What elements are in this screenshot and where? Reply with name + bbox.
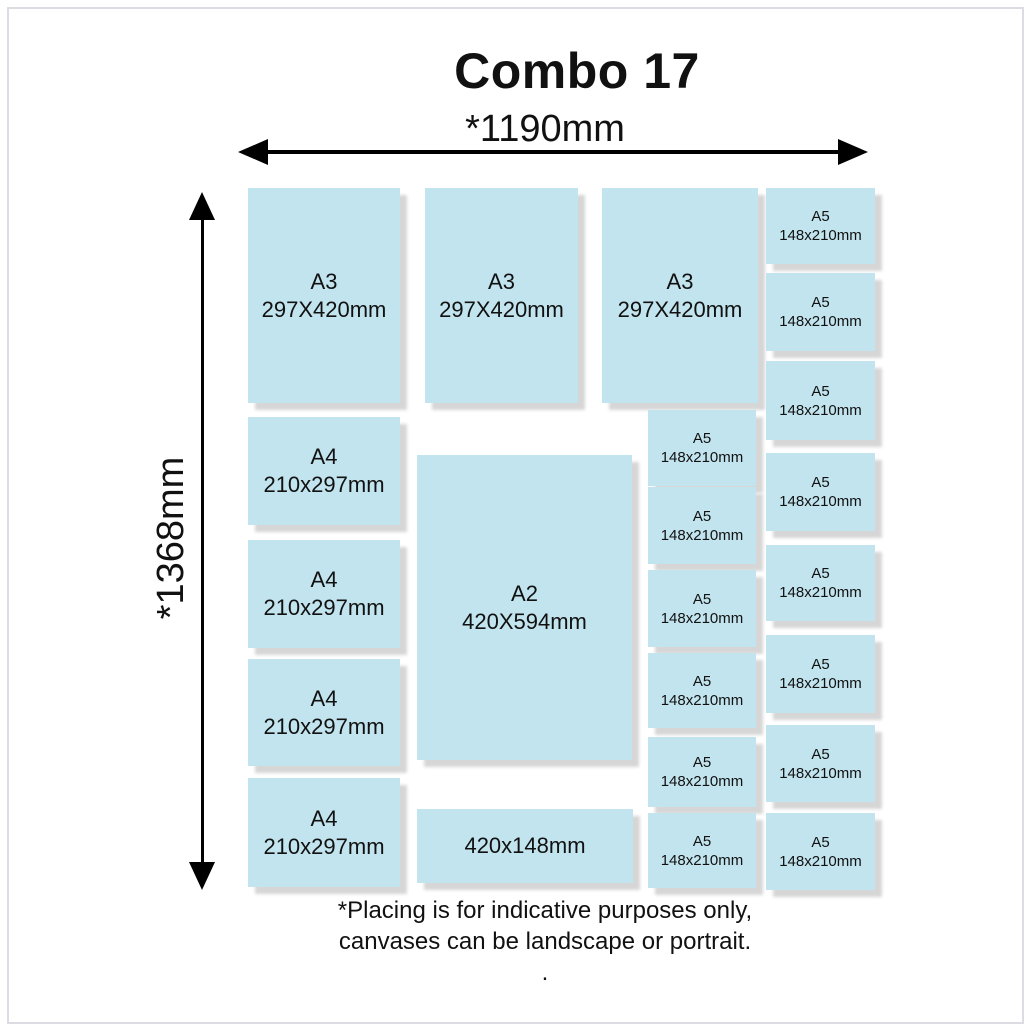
canvas-box-label: A5 [692,507,712,525]
canvas-box-a5-mid-5: A5 148x210mm [648,737,756,807]
canvas-box-a5-right-2: A5 148x210mm [766,273,875,351]
canvas-box-label: 297X420mm [617,296,743,322]
canvas-box-label: A4 [310,567,338,592]
canvas-box-banner-1: 420x148mm [417,809,633,883]
canvas-box-label: 148x210mm [779,852,862,870]
canvas-box-label: 148x210mm [779,313,862,330]
arrow-line [200,214,204,868]
canvas-box-a5-right-1: A5 148x210mm [766,188,875,264]
canvas-box-label: A5 [692,590,712,608]
canvas-box-label: A4 [310,805,338,831]
footer-line-3: . [541,959,549,986]
canvas-box-label: 297X420mm [261,296,387,322]
canvas-box-label: 148x210mm [779,584,862,601]
canvas-box-a5-right-4: A5 148x210mm [766,453,875,531]
arrow-down-head-icon [189,862,215,890]
canvas-box-a5-right-5: A5 148x210mm [766,545,875,621]
canvas-box-label: A4 [310,444,338,469]
canvas-box-label: A5 [811,382,830,400]
canvas-box-a5-right-6: A5 148x210mm [766,635,875,713]
canvas-box-a4-1: A4 210x297mm [248,417,400,525]
canvas-box-label: 210x297mm [263,472,385,497]
arrow-line [262,150,844,154]
canvas-box-label: 210x297mm [263,833,385,859]
canvas-box-label: A4 [310,685,338,711]
canvas-box-label: 148x210mm [660,609,744,627]
canvas-box-label: A2 [511,580,538,606]
canvas-box-label: A5 [811,208,830,225]
width-dimension-label: *1190mm [465,108,625,150]
arrow-right-head-icon [838,139,868,165]
canvas-box-label: 148x210mm [660,449,744,466]
canvas-box-label: A5 [811,474,830,491]
canvas-box-label: 148x210mm [660,773,744,790]
canvas-box-label: 148x210mm [660,526,744,544]
canvas-box-label: A5 [811,656,830,673]
canvas-box-a5-mid-1: A5 148x210mm [648,410,756,486]
canvas-box-label: 148x210mm [779,675,862,692]
vertical-dimension-arrow [188,192,216,890]
canvas-box-a4-2: A4 210x297mm [248,540,400,648]
canvas-box-label: 148x210mm [779,401,862,419]
canvas-box-label: A5 [692,430,712,447]
footer-line-1: *Placing is for indicative purposes only… [337,897,753,924]
canvas-box-label: A5 [811,565,830,582]
footer-note: *Placing is for indicative purposes only… [245,895,845,988]
canvas-box-label: 420X594mm [462,608,587,634]
horizontal-dimension-arrow [238,138,868,166]
canvas-box-label: 148x210mm [779,493,862,510]
canvas-box-label: 420x148mm [464,833,586,858]
canvas-box-label: A5 [692,672,712,690]
canvas-box-label: A3 [488,268,515,294]
canvas-box-label: 210x297mm [263,713,385,739]
canvas-box-label: A5 [811,745,830,763]
canvas-box-label: A5 [692,754,712,771]
canvas-box-label: A3 [666,268,694,294]
height-dimension-label: *1368mm [150,456,192,620]
footer-line-2: canvases can be landscape or portrait. [338,928,752,955]
canvas-box-label: 297X420mm [439,296,564,322]
canvas-box-label: A5 [692,832,712,850]
canvas-box-label: 148x210mm [779,227,862,244]
canvas-box-label: 148x210mm [779,764,862,782]
canvas-box-label: A5 [811,833,830,851]
canvas-box-label: A3 [310,268,338,294]
canvas-box-label: 148x210mm [660,851,744,869]
canvas-box-label: 148x210mm [660,691,744,709]
canvas-box-label: 210x297mm [263,595,385,620]
page-title: Combo 17 [454,43,700,99]
canvas-box-label: A5 [811,294,830,311]
